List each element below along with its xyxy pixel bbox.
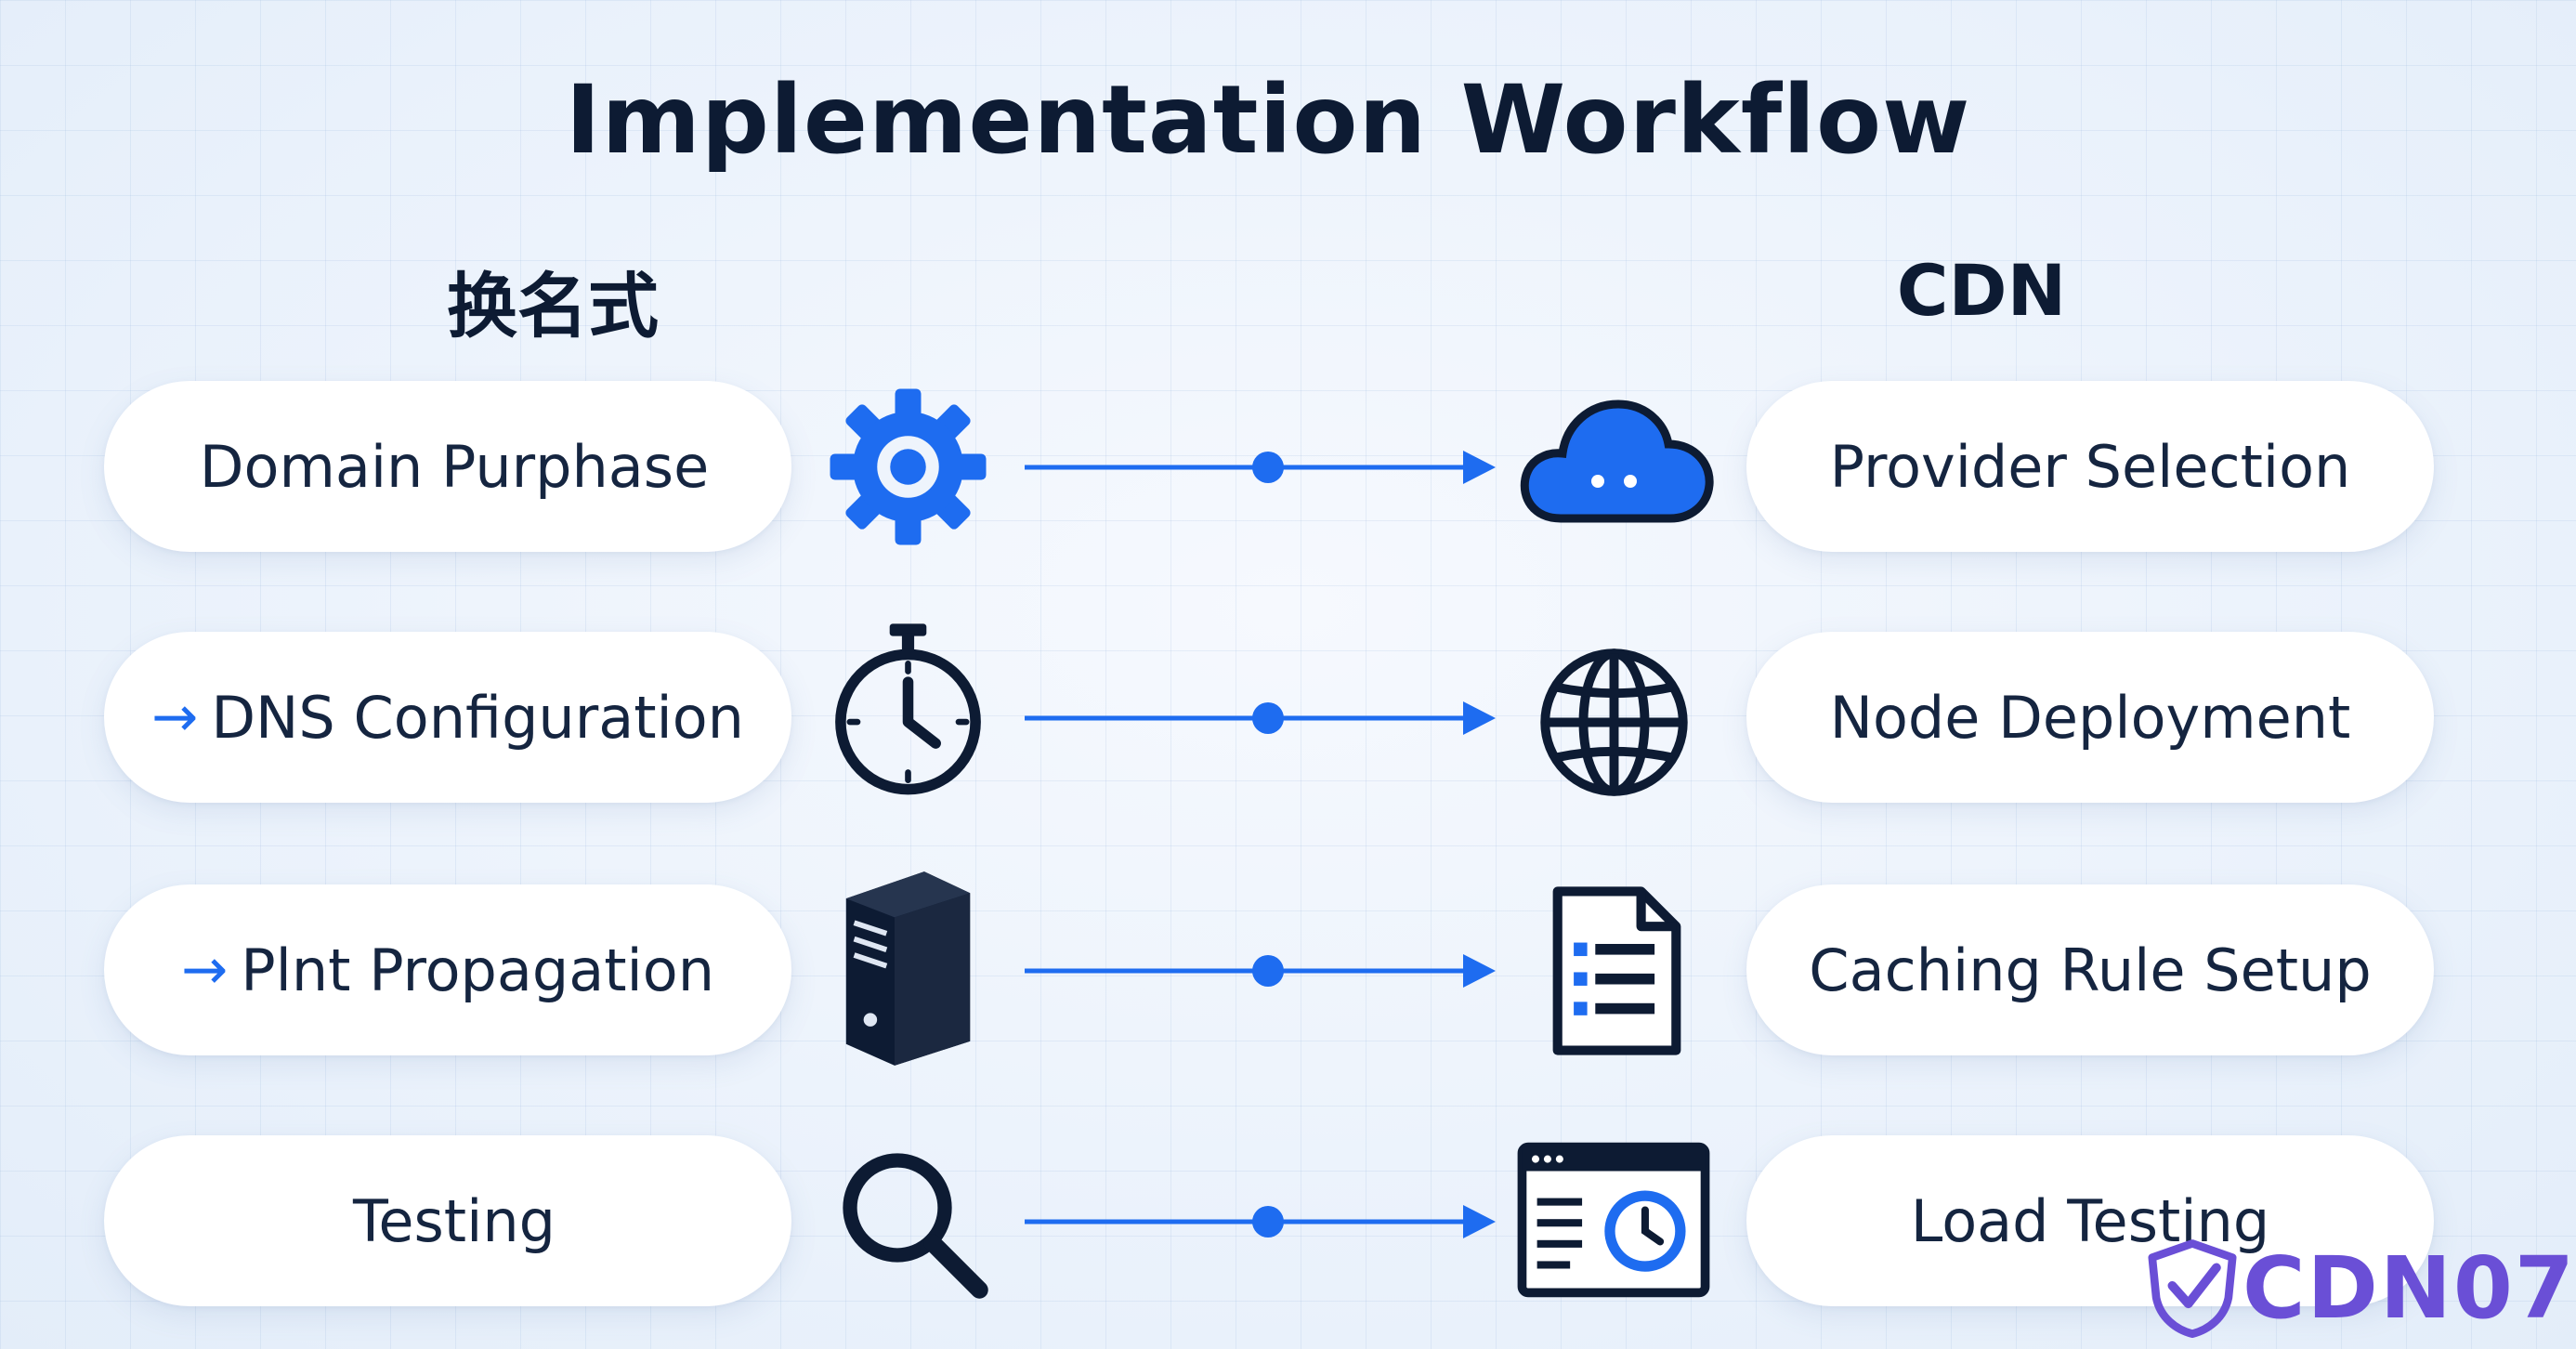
magnifier-icon <box>843 1153 988 1299</box>
step-label: Node Deployment <box>1829 683 2351 752</box>
step-label: DNS Configuration <box>211 683 744 752</box>
globe-icon <box>1540 648 1688 796</box>
step-label: Provider Selection <box>1829 432 2351 501</box>
right-step-provider-selection: Provider Selection <box>1746 381 2434 552</box>
right-column-header: CDN <box>1896 249 2067 332</box>
shield-check-icon <box>2148 1239 2237 1338</box>
brand-logo: CDN07 <box>2137 1231 2574 1342</box>
page-title: Implementation Workflow <box>565 65 1971 176</box>
document-list-icon <box>1552 886 1681 1055</box>
right-step-node-deployment: Node Deployment <box>1746 632 2434 803</box>
left-column-header: 换名式 <box>447 265 659 347</box>
arrow-icon: → <box>151 685 199 750</box>
left-step-propagation: → Plnt Propagation <box>104 884 791 1055</box>
step-label: Testing <box>353 1186 556 1255</box>
arrow-icon: → <box>180 937 229 1002</box>
step-label: Domain Purphase <box>199 432 710 501</box>
left-step-dns-configuration: → DNS Configuration <box>104 632 791 803</box>
step-label: Plnt Propagation <box>241 936 715 1004</box>
connector-arrow <box>1025 1205 1496 1238</box>
gear-icon <box>830 388 987 545</box>
connector-arrow <box>1025 954 1496 988</box>
cloud-icon <box>1520 399 1714 523</box>
browser-clock-icon <box>1517 1142 1710 1298</box>
stopwatch-icon <box>835 623 981 795</box>
server-icon <box>845 871 971 1066</box>
left-step-testing: Testing <box>104 1135 791 1306</box>
step-label: Load Testing <box>1910 1186 2270 1255</box>
right-step-load-testing: Load Testing <box>1746 1135 2434 1306</box>
left-step-domain-purchase: Domain Purphase <box>104 381 791 552</box>
step-label: Caching Rule Setup <box>1809 936 2372 1004</box>
right-step-caching-rule-setup: Caching Rule Setup <box>1746 884 2434 1055</box>
connector-arrow <box>1025 701 1496 735</box>
connector-arrow <box>1025 451 1496 484</box>
logo-text: CDN07 <box>2243 1238 2576 1338</box>
